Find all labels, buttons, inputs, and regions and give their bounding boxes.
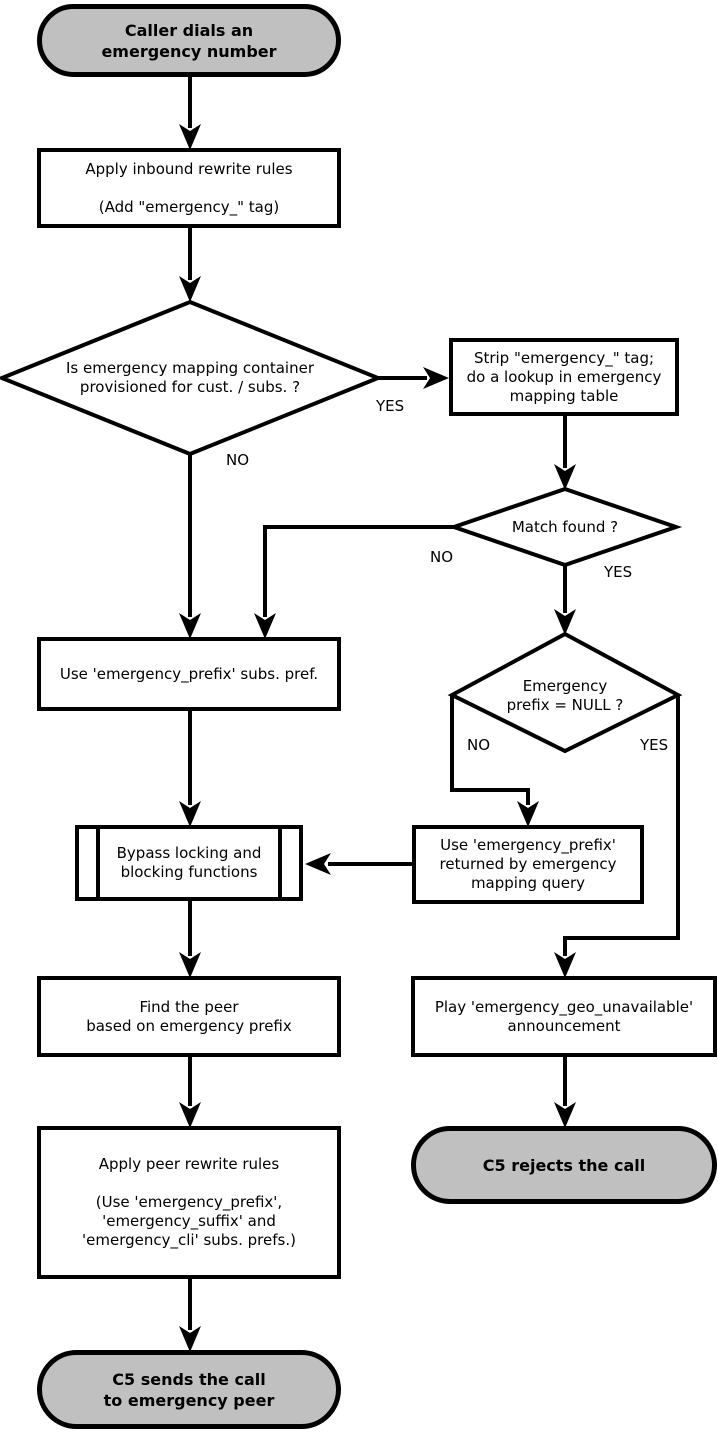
arrowhead	[179, 1102, 201, 1128]
subroutine-bar-right	[278, 829, 282, 897]
terminator-start-label: Caller dials an emergency number	[101, 20, 277, 61]
process-use-returned-label: Use 'emergency_prefix' returned by emerg…	[439, 836, 617, 892]
arrowhead	[517, 801, 539, 827]
process-inbound-rewrite-label: Apply inbound rewrite rules (Add "emerge…	[85, 159, 293, 216]
subroutine-bar-left	[96, 829, 100, 897]
decision-null-label: Emergency prefix = NULL ?	[506, 676, 624, 714]
process-peer-rewrite: Apply peer rewrite rules (Use 'emergency…	[37, 1126, 341, 1279]
terminator-start: Caller dials an emergency number	[37, 4, 341, 77]
terminator-send-call: C5 sends the call to emergency peer	[37, 1350, 341, 1429]
edge-match-no-to-use-subs-pref	[263, 525, 454, 617]
branch-label-match-no: NO	[430, 548, 454, 566]
arrowhead	[179, 613, 201, 639]
arrowhead	[554, 952, 576, 978]
process-inbound-rewrite: Apply inbound rewrite rules (Add "emerge…	[37, 148, 341, 228]
process-peer-rewrite-label: Apply peer rewrite rules (Use 'emergency…	[82, 1155, 296, 1249]
process-find-peer-label: Find the peer based on emergency prefix	[86, 997, 292, 1035]
arrowhead	[179, 1326, 201, 1352]
arrowhead	[554, 1102, 576, 1128]
subroutine-bypass: Bypass locking and blocking functions	[75, 825, 303, 901]
process-strip-lookup-label: Strip "emergency_" tag; do a lookup in e…	[466, 348, 662, 405]
terminator-reject-call-label: C5 rejects the call	[482, 1155, 646, 1175]
arrowhead	[554, 609, 576, 635]
arrowhead	[254, 613, 276, 639]
arrowhead	[554, 464, 576, 490]
terminator-reject-call: C5 rejects the call	[411, 1126, 717, 1204]
arrowhead	[179, 124, 201, 150]
branch-label-container-yes: YES	[376, 397, 405, 415]
process-find-peer: Find the peer based on emergency prefix	[37, 976, 341, 1057]
decision-null-shape	[447, 631, 683, 754]
branch-label-null-no: NO	[467, 736, 491, 754]
process-strip-lookup: Strip "emergency_" tag; do a lookup in e…	[449, 338, 679, 416]
process-play-announcement-label: Play 'emergency_geo_unavailable' announc…	[434, 997, 694, 1035]
arrowhead	[305, 853, 331, 875]
branch-label-match-yes: YES	[604, 563, 633, 581]
subroutine-bypass-label: Bypass locking and blocking functions	[116, 844, 262, 881]
process-use-subs-pref-label: Use 'emergency_prefix' subs. pref.	[59, 664, 319, 683]
edge-null-no-to-use-returned	[450, 696, 530, 805]
arrowhead	[423, 367, 449, 389]
arrowhead	[179, 952, 201, 978]
decision-container-shape	[0, 299, 384, 457]
process-use-returned: Use 'emergency_prefix' returned by emerg…	[412, 825, 644, 904]
branch-label-null-yes: YES	[640, 736, 669, 754]
process-use-subs-pref: Use 'emergency_prefix' subs. pref.	[37, 637, 341, 711]
arrowhead	[179, 801, 201, 827]
branch-label-container-no: NO	[226, 451, 250, 469]
terminator-send-call-label: C5 sends the call to emergency peer	[103, 1369, 275, 1410]
arrowhead	[179, 276, 201, 302]
decision-match-label: Match found ?	[511, 517, 619, 536]
process-play-announcement: Play 'emergency_geo_unavailable' announc…	[411, 976, 717, 1057]
edge-null-yes-to-play	[563, 696, 680, 956]
decision-container-label: Is emergency mapping container provision…	[65, 359, 314, 396]
decision-match-shape	[447, 486, 683, 568]
